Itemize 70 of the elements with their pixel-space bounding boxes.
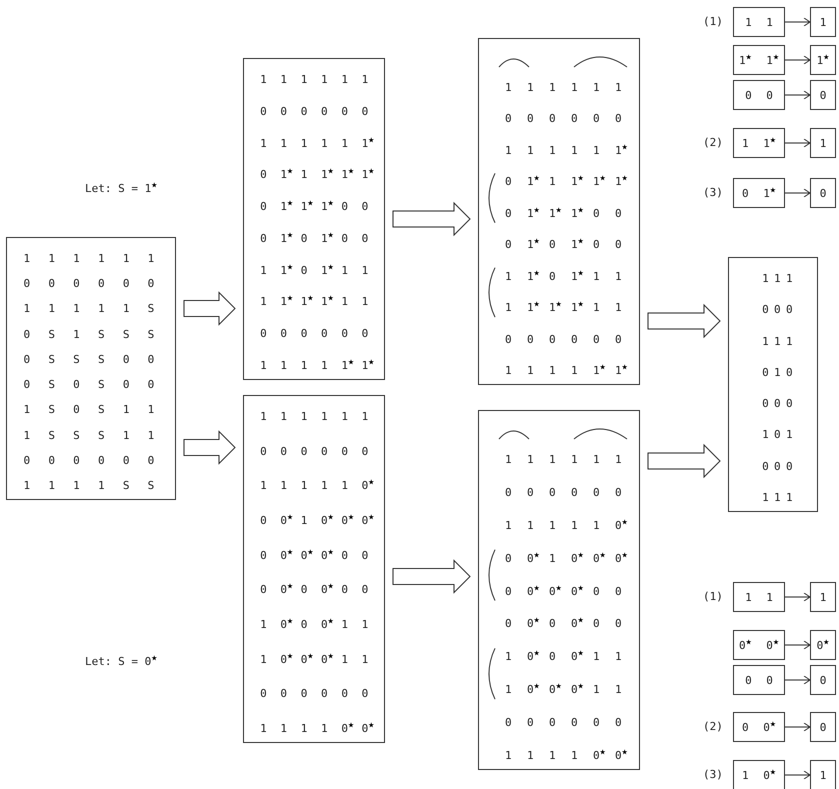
matrix-row-text: 0 0 0 0 0 0 xyxy=(22,277,156,292)
rule-text: 0 0 xyxy=(745,674,773,686)
matrix-row-text: 0 0 0 xyxy=(761,460,794,474)
arrow xyxy=(784,640,810,650)
matrix-box xyxy=(478,38,640,385)
rule-text: 1 xyxy=(820,768,826,782)
arrow xyxy=(784,676,810,684)
matrix-box xyxy=(243,58,385,380)
arrow xyxy=(784,188,810,198)
rule-text: 0 0 xyxy=(745,88,773,102)
matrix-row-text: 1 1 1 xyxy=(761,334,794,349)
matrix-row-text: 1 1 1 1 1 1 xyxy=(504,81,623,95)
block-arrow xyxy=(648,304,721,338)
matrix-row-text: 1 1 1 1 1 S xyxy=(22,302,156,316)
matrix-row-text: 0 0 0 0 0 0 xyxy=(259,444,370,459)
matrix-row-text: 0 1 0 xyxy=(761,366,794,380)
rule-number: (1) xyxy=(703,590,723,603)
matrix-row-text: 1 0 1 xyxy=(761,428,794,442)
block-arrow xyxy=(184,430,236,465)
block-arrow xyxy=(648,444,721,478)
arrow xyxy=(784,722,810,732)
block-arrow xyxy=(184,291,236,326)
matrix-row-text: 1 S S S 1 1 xyxy=(22,428,156,443)
arrow xyxy=(784,592,810,602)
rule-text: 1 xyxy=(820,16,826,28)
rule-text: 0 xyxy=(820,88,826,102)
matrix-row-text: 0 S 1 S S S xyxy=(22,328,156,342)
matrix-row-text: 0 0 0 xyxy=(761,397,794,412)
matrix-row-text: 0 S S S 0 0 xyxy=(22,352,156,367)
matrix-row-text: 1 1 1 xyxy=(761,491,794,505)
matrix-row-text: 0 S 0 S 0 0 xyxy=(22,378,156,392)
arrow xyxy=(784,56,810,64)
rule-number: (1) xyxy=(703,15,723,28)
rule-text: 1 1 xyxy=(745,16,773,28)
rule-text: 1 1 xyxy=(745,590,773,604)
arrow xyxy=(784,138,810,148)
rule-number: (3) xyxy=(703,186,723,199)
matrix-row-text: 0 0 0 0 0 0 xyxy=(504,332,623,347)
matrix-row-text: 0 0 0 0 0 0 xyxy=(259,104,370,119)
matrix-row-text: 1 1 1 xyxy=(761,272,794,286)
rule-number: (3) xyxy=(703,768,723,781)
matrix-row-text: 0 0 0 0 0 0 xyxy=(22,454,156,468)
matrix-row-text: 0 0 0 0 0 0 xyxy=(504,112,623,126)
matrix-row-text: 0 0 0 0 0 0 xyxy=(259,687,370,702)
matrix-box xyxy=(6,237,176,500)
block-arrow xyxy=(392,559,471,594)
matrix-row-text: 1 1 1 1 1 1 xyxy=(504,453,623,467)
matrix-row-text: 0 0 0 0 0 0 xyxy=(259,327,370,342)
matrix-row-text: 1 S 0 S 1 1 xyxy=(22,403,156,418)
matrix-row-text: 0 0 0 0 0 0 xyxy=(504,716,623,730)
matrix-box xyxy=(478,410,640,770)
rule-text: 1 xyxy=(820,136,826,150)
rule-text: 0 xyxy=(820,720,826,734)
arrow xyxy=(784,770,810,780)
rule-text: 0 xyxy=(820,186,826,200)
matrix-box xyxy=(728,257,818,512)
matrix-row-text: 0 0 0 0 0 0 xyxy=(504,486,623,500)
arrow xyxy=(784,90,810,100)
rule-number: (2) xyxy=(703,720,723,733)
rule-text: 0 xyxy=(820,674,826,686)
rule-number: (2) xyxy=(703,136,723,149)
matrix-row-text: 1 1 1 1 1 1 xyxy=(259,410,370,424)
matrix-row-text: 1 1 1 1 1 1 xyxy=(259,73,370,87)
matrix-row-text: 1 1 1 1 1 1 xyxy=(22,252,156,266)
matrix-box xyxy=(243,395,385,743)
matrix-row-text: 0 0 0 xyxy=(761,303,794,318)
matrix-row-text: 1 1 1 1 S S xyxy=(22,479,156,493)
block-arrow xyxy=(392,202,471,236)
rule-text: 1 xyxy=(820,590,826,604)
arrow xyxy=(784,18,810,26)
